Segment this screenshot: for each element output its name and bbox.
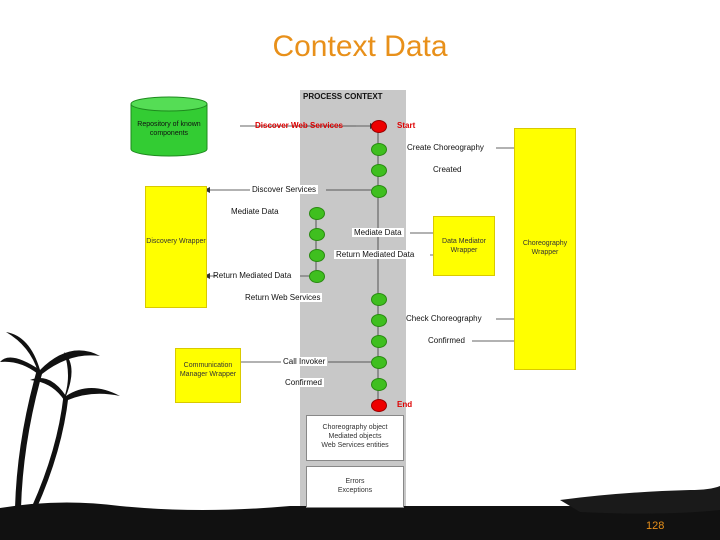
- end-node: [371, 399, 387, 412]
- process-node: [371, 356, 387, 369]
- choreography-wrapper-label: Choreography Wrapper: [522, 240, 568, 256]
- context-object-choreography: Choreography object: [322, 424, 388, 431]
- create-choreography-message: Create Choreography: [407, 143, 484, 152]
- discovery-wrapper-label: Discovery Wrapper: [146, 238, 206, 245]
- discover-services-message: Discover Services: [250, 185, 319, 194]
- process-context-header: PROCESS CONTEXT: [303, 92, 383, 101]
- context-object-web-services: Web Services entities: [321, 442, 389, 449]
- process-node: [371, 293, 387, 306]
- context-objects-box: Choreography object Mediated objects Web…: [306, 415, 404, 461]
- mediate-data-left-message: Mediate Data: [229, 207, 281, 216]
- errors-box: Errors Exceptions: [306, 466, 404, 508]
- start-label: Start: [397, 121, 416, 130]
- process-node: [309, 207, 325, 220]
- process-node: [371, 164, 387, 177]
- call-invoker-message: Call Invoker: [281, 357, 328, 366]
- communication-wrapper-label: Communication Manager Wrapper: [179, 362, 237, 378]
- mediate-data-right-message: Mediate Data: [352, 228, 404, 237]
- errors-label: Errors: [345, 478, 365, 485]
- confirmed-right-message: Confirmed: [428, 336, 465, 345]
- process-node: [371, 314, 387, 327]
- repository-cylinder: [130, 96, 208, 157]
- slide-title: Context Data: [272, 30, 448, 63]
- process-node: [309, 228, 325, 241]
- check-choreography-message: Check Choreography: [406, 314, 482, 323]
- choreography-wrapper-box: Choreography Wrapper: [514, 128, 576, 370]
- discovery-wrapper-box: Discovery Wrapper: [145, 186, 207, 308]
- island-silhouette: [0, 332, 720, 540]
- return-mediated-data-left-message: Return Mediated Data: [213, 271, 292, 280]
- process-node: [371, 335, 387, 348]
- communication-wrapper-box: Communication Manager Wrapper: [175, 348, 241, 403]
- created-message: Created: [433, 165, 462, 174]
- data-mediator-wrapper-label: Data Mediator Wrapper: [442, 238, 486, 254]
- discover-web-services-message: Discover Web Services: [255, 121, 343, 130]
- return-mediated-data-right-message: Return Mediated Data: [334, 250, 417, 259]
- process-node: [371, 185, 387, 198]
- page-number: 128: [646, 520, 665, 532]
- process-node: [309, 270, 325, 283]
- exceptions-label: Exceptions: [337, 487, 373, 494]
- process-node: [371, 378, 387, 391]
- data-mediator-wrapper-box: Data Mediator Wrapper: [433, 216, 495, 276]
- confirmed-left-message: Confirmed: [283, 378, 324, 387]
- return-web-services-message: Return Web Services: [243, 293, 323, 302]
- process-node: [309, 249, 325, 262]
- repository-label: Repository of known components: [137, 121, 201, 137]
- end-label: End: [397, 400, 413, 409]
- context-object-mediated: Mediated objects: [328, 433, 382, 440]
- start-node: [371, 120, 387, 133]
- process-node: [371, 143, 387, 156]
